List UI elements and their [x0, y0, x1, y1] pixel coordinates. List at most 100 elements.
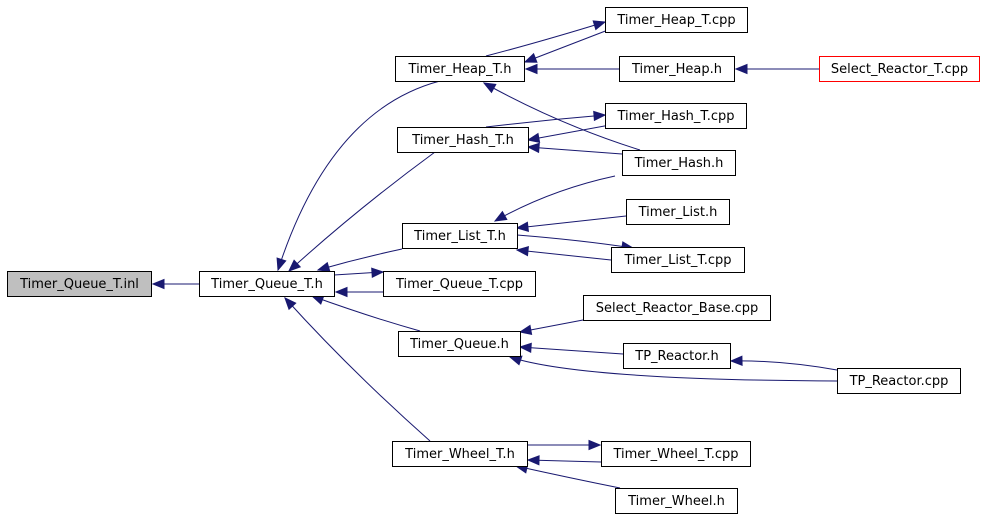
node-box[interactable] — [623, 343, 731, 369]
node-timer-hash-h[interactable]: Timer_Hash.h — [622, 150, 736, 176]
edge-tp_reactor_cpp-to-timer_queue_h — [508, 355, 838, 382]
edge-line — [516, 249, 612, 261]
edge-timer_queue_h-to-timer_queue_t_h — [310, 294, 421, 332]
node-label: Timer_List.h — [638, 205, 718, 220]
arrowhead-icon — [284, 297, 297, 311]
edge-timer_hash_t_h-to-timer_queue_t_h — [288, 151, 436, 272]
edge-timer_heap_t_cpp-to-timer_heap_t_h — [523, 29, 609, 63]
edge-line — [524, 29, 609, 63]
edge-line — [485, 114, 606, 128]
node-box[interactable] — [626, 199, 730, 225]
arrowhead-icon — [523, 52, 538, 63]
node-label: Timer_Queue.h — [409, 337, 509, 352]
node-box[interactable] — [611, 247, 745, 273]
edge-timer_queue_t_h-to-timer_queue_t_cpp — [333, 267, 385, 278]
arrowhead-icon — [524, 63, 538, 75]
node-box[interactable] — [615, 488, 738, 514]
node-box[interactable] — [402, 223, 518, 249]
edge-timer_heap_t_h-to-timer_heap_t_cpp — [485, 20, 607, 57]
edge-line — [317, 248, 403, 271]
arrowhead-icon — [588, 439, 602, 451]
node-timer-list-h[interactable]: Timer_List.h — [626, 199, 730, 225]
edge-timer_queue_t_cpp-to-timer_queue_t_h — [334, 286, 383, 298]
node-box[interactable] — [622, 150, 736, 176]
edge-select_reactor_base_cpp-to-timer_queue_h — [518, 319, 584, 336]
node-label: TP_Reactor.cpp — [849, 374, 949, 389]
edge-line — [494, 175, 616, 222]
node-tp-reactor-h[interactable]: TP_Reactor.h — [623, 343, 731, 369]
node-label: Select_Reactor_Base.cpp — [596, 301, 759, 316]
arrowhead-icon — [316, 261, 331, 272]
node-timer-queue-h[interactable]: Timer_Queue.h — [398, 331, 521, 357]
node-label: Select_Reactor_T.cpp — [831, 62, 968, 77]
edge-timer_wheel_t_h-to-timer_wheel_t_cpp — [528, 439, 602, 451]
edge-timer_hash_t_cpp-to-timer_hash_t_h — [526, 124, 611, 144]
node-label: Timer_Queue_T.h — [210, 277, 323, 292]
node-box[interactable] — [398, 331, 521, 357]
node-timer-wheel-h[interactable]: Timer_Wheel.h — [615, 488, 738, 514]
node-timer-heap-t-h[interactable]: Timer_Heap_T.h — [395, 56, 525, 82]
edge-timer_hash_h-to-timer_list_t_h — [493, 175, 616, 222]
node-box[interactable] — [605, 103, 747, 129]
node-timer-wheel-t-h[interactable]: Timer_Wheel_T.h — [392, 441, 528, 467]
node-timer-queue-t-h[interactable]: Timer_Queue_T.h — [199, 271, 335, 297]
node-timer-wheel-t-cpp[interactable]: Timer_Wheel_T.cpp — [601, 441, 751, 467]
arrowhead-icon — [526, 132, 541, 144]
node-timer-list-t-h[interactable]: Timer_List_T.h — [402, 223, 518, 249]
edge-line — [485, 21, 606, 57]
edge-timer_wheel_h-to-timer_wheel_t_h — [514, 463, 621, 489]
node-box[interactable] — [199, 271, 335, 297]
node-timer-hash-t-cpp[interactable]: Timer_Hash_T.cpp — [605, 103, 747, 129]
edge-tp_reactor_cpp-to-tp_reactor_h — [729, 355, 838, 371]
arrowhead-icon — [288, 259, 302, 272]
node-box[interactable] — [601, 441, 751, 467]
arrowhead-icon — [334, 286, 348, 298]
arrowhead-icon — [526, 455, 540, 466]
node-timer-queue-t-inl[interactable]: Timer_Queue_T.inl — [7, 271, 152, 297]
node-timer-queue-t-cpp[interactable]: Timer_Queue_T.cpp — [383, 271, 536, 297]
edge-line — [515, 465, 621, 489]
arrowhead-icon — [593, 110, 607, 122]
node-box[interactable] — [819, 56, 980, 82]
node-box[interactable] — [7, 271, 152, 297]
node-box[interactable] — [605, 7, 748, 33]
node-box[interactable] — [619, 56, 735, 82]
node-timer-heap-h[interactable]: Timer_Heap.h — [619, 56, 735, 82]
node-box[interactable] — [837, 368, 961, 394]
node-label: Timer_Heap_T.cpp — [616, 13, 735, 28]
edge-line — [288, 151, 436, 272]
edge-timer_hash_t_h-to-timer_hash_t_cpp — [485, 110, 607, 128]
node-tp-reactor-cpp[interactable]: TP_Reactor.cpp — [837, 368, 961, 394]
node-label: Timer_Heap.h — [631, 62, 722, 77]
node-box[interactable] — [395, 56, 525, 82]
node-label: Timer_Hash_T.h — [411, 133, 514, 148]
arrowhead-icon — [151, 278, 165, 290]
node-box[interactable] — [383, 271, 536, 297]
edge-line — [284, 297, 431, 442]
arrowhead-icon — [518, 342, 532, 353]
nodes-layer: Timer_Queue_T.inl Timer_Queue_T.h Timer_He… — [7, 7, 980, 514]
arrowhead-icon — [493, 210, 508, 222]
node-box[interactable] — [397, 127, 529, 153]
node-label: Timer_Wheel_T.cpp — [612, 447, 738, 462]
node-select-reactor-base-cpp[interactable]: Select_Reactor_Base.cpp — [583, 295, 771, 321]
arrowhead-icon — [515, 221, 529, 232]
node-label: Timer_List_T.cpp — [623, 253, 731, 268]
edge-line — [527, 459, 602, 463]
arrowhead-icon — [508, 355, 523, 366]
edge-line — [527, 146, 623, 155]
node-timer-list-t-cpp[interactable]: Timer_List_T.cpp — [611, 247, 745, 273]
node-timer-hash-t-h[interactable]: Timer_Hash_T.h — [397, 127, 529, 153]
edge-timer_heap_h-to-timer_heap_t_h — [524, 63, 619, 75]
edge-timer_wheel_t_cpp-to-timer_wheel_t_h — [526, 455, 602, 466]
node-timer-heap-t-cpp[interactable]: Timer_Heap_T.cpp — [605, 7, 748, 33]
edge-timer_wheel_t_h-to-timer_queue_t_h — [284, 297, 431, 442]
node-box[interactable] — [583, 295, 771, 321]
edge-timer_heap_t_h-to-timer_queue_t_h — [276, 80, 441, 272]
node-label: Timer_Queue_T.cpp — [395, 277, 523, 292]
node-label: Timer_Wheel_T.h — [404, 447, 515, 462]
node-select-reactor-t-cpp[interactable]: Select_Reactor_T.cpp — [819, 56, 980, 82]
edge-line — [516, 234, 634, 249]
arrowhead-icon — [592, 20, 607, 31]
node-box[interactable] — [392, 441, 528, 467]
